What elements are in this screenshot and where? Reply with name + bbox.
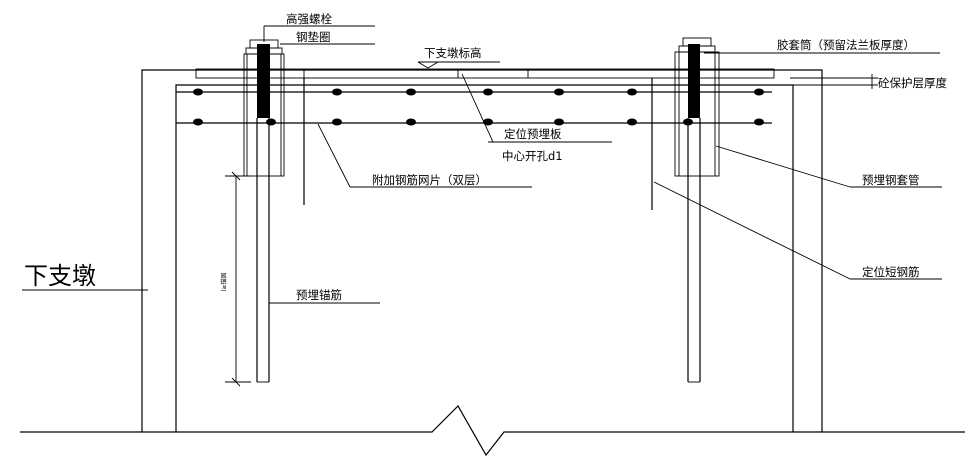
right-bolt-assembly — [674, 37, 720, 383]
label-concrete-cover: 砼保护层厚度 — [878, 76, 947, 90]
rebar-dot — [193, 118, 203, 126]
rebar-dot — [627, 118, 637, 126]
label-embedded-steel-sleeve: 预埋钢套管 — [862, 173, 920, 187]
anchor-length-label: l≥锚固 — [220, 273, 228, 292]
label-positioning-plate: 定位预埋板 — [504, 127, 562, 141]
rebar-dot — [483, 118, 493, 126]
rebar-dot — [193, 88, 203, 96]
label-rubber-sleeve: 胶套筒（预留法兰板厚度） — [777, 38, 915, 52]
rebar-dot — [554, 118, 564, 126]
pier-inner-outline — [175, 84, 794, 432]
elevation-marker — [417, 61, 500, 69]
leader-lines — [22, 25, 942, 304]
label-center-hole: 中心开孔d1 — [502, 149, 563, 163]
label-positioning-short-bar: 定位短钢筋 — [862, 265, 920, 279]
rebar-dot — [754, 118, 764, 126]
rebar-dot — [332, 118, 342, 126]
concrete-cover-dimension — [790, 74, 878, 89]
ground-break-line — [20, 405, 965, 457]
label-additional-mesh: 附加钢筋网片（双层） — [372, 173, 487, 187]
reinforcement-mesh-upper — [176, 88, 772, 96]
rebar-dot — [406, 118, 416, 126]
label-high-strength-bolt: 高强螺栓 — [286, 12, 332, 26]
reinforcement-mesh-lower — [176, 118, 772, 126]
right-bolt-shaft — [688, 44, 700, 118]
rebar-dot — [754, 88, 764, 96]
rebar-dot — [332, 88, 342, 96]
left-bolt-shaft — [257, 44, 270, 118]
rebar-dot — [627, 88, 637, 96]
rebar-dot — [483, 88, 493, 96]
rebar-dot — [554, 88, 564, 96]
label-embedded-anchor: 预埋锚筋 — [296, 288, 342, 302]
rebar-dot — [266, 118, 276, 126]
label-steel-washer: 钢垫圈 — [296, 30, 331, 44]
positioning-short-bars — [303, 78, 653, 210]
rebar-dot — [406, 88, 416, 96]
label-lower-pier: 下支墩 — [24, 262, 96, 290]
positioning-plate — [195, 68, 775, 86]
anchor-length-dimension: l≥锚固 — [220, 171, 251, 387]
left-bolt-assembly — [243, 39, 285, 383]
label-lower-pier-elevation: 下支墩标高 — [424, 46, 482, 60]
pier-outer-outline — [141, 69, 823, 432]
